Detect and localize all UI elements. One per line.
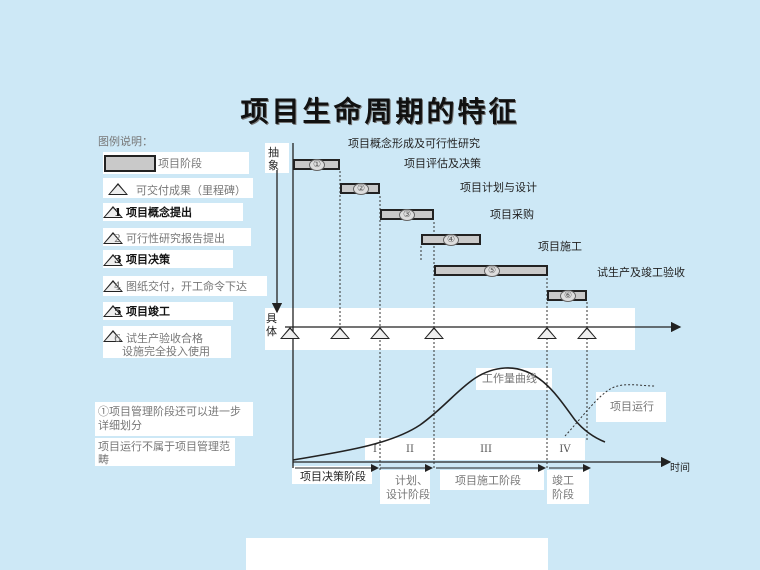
phase-label: 试生产及竣工验收 xyxy=(597,266,685,279)
abstract-label: 抽象 xyxy=(268,146,279,172)
legend-item-number: 1 xyxy=(114,206,122,219)
milestone-triangle-icon xyxy=(103,232,123,244)
legend-item-text: 可行性研究报告提出 xyxy=(126,232,225,245)
milestone-triangle-icon xyxy=(103,280,123,292)
stage-label: 阶段 xyxy=(552,488,574,501)
milestone-triangle-icon xyxy=(280,327,300,339)
stage-label: 设计阶段 xyxy=(386,488,430,501)
stage-roman: III xyxy=(480,444,492,455)
workload-label-box xyxy=(476,368,552,390)
workload-curve-label: 工作量曲线 xyxy=(482,372,537,385)
legend-phase-label: 项目阶段 xyxy=(158,157,202,170)
phase-number: ⑤ xyxy=(484,265,500,277)
milestone-band xyxy=(265,308,635,350)
operation-label: 项目运行 xyxy=(610,400,654,413)
legend-item-text: 项目概念提出 xyxy=(126,206,192,219)
stage-label: 项目决策阶段 xyxy=(300,470,366,483)
milestone-triangle-icon xyxy=(537,327,557,339)
phase-number: ④ xyxy=(443,234,459,246)
milestone-triangle-icon xyxy=(330,327,350,339)
stage-band xyxy=(365,438,585,460)
legend-item-text: 设施完全投入使用 xyxy=(122,345,210,358)
stage-box xyxy=(292,466,372,484)
legend-item-text: 图纸交付，开工命令下达 xyxy=(126,280,247,293)
stage-box xyxy=(547,470,589,504)
milestone-triangle-icon xyxy=(370,327,390,339)
legend-heading: 图例说明： xyxy=(98,135,153,148)
note-text: 项目运行不属于项目管理范 xyxy=(98,440,230,453)
time-label: 时间 xyxy=(670,463,690,474)
phase-number: ⑥ xyxy=(560,290,576,302)
stage-label: 竣工 xyxy=(552,474,574,487)
phase-number: ① xyxy=(309,159,325,171)
legend-item-box xyxy=(103,250,233,268)
stage-roman: I xyxy=(373,444,377,455)
milestone-triangle-icon xyxy=(577,327,597,339)
legend-item-box xyxy=(103,302,233,320)
legend-item-text: 项目竣工 xyxy=(126,305,170,318)
operation-label-box xyxy=(596,392,666,422)
legend-item-box xyxy=(103,326,231,358)
note-box xyxy=(95,438,235,466)
milestone-triangle-icon xyxy=(103,206,123,218)
legend-item-number: 2 xyxy=(114,232,121,245)
axis-label-box xyxy=(265,143,289,173)
note-box xyxy=(95,402,253,436)
legend-deliverable-label: 可交付成果（里程碑） xyxy=(136,184,246,197)
note-text: 畴 xyxy=(98,453,109,466)
phase-label: 项目概念形成及可行性研究 xyxy=(348,137,480,150)
stage-label: 计划、 xyxy=(395,474,428,487)
milestone-triangle-icon xyxy=(108,183,128,195)
legend-item-text: 项目决策 xyxy=(126,253,170,266)
stage-box xyxy=(440,470,544,490)
legend-item-number: 4 xyxy=(114,280,121,293)
phase-number: ③ xyxy=(399,209,415,221)
stage-roman: IV xyxy=(559,444,571,455)
concrete-label: 具体 xyxy=(266,312,277,338)
phase-label: 项目施工 xyxy=(538,240,582,253)
stage-label: 项目施工阶段 xyxy=(455,474,521,487)
phase-label: 项目评估及决策 xyxy=(404,157,481,170)
milestone-triangle-icon xyxy=(103,254,123,266)
footer-blank-box xyxy=(246,538,548,570)
legend-phase-swatch xyxy=(104,155,156,172)
stage-box xyxy=(380,470,430,504)
phase-label: 项目采购 xyxy=(490,208,534,221)
legend-item-number: 6 xyxy=(114,332,121,345)
legend-item-text: 试生产验收合格 xyxy=(126,332,203,345)
milestone-triangle-icon xyxy=(103,330,123,342)
page-title: 项目生命周期的特征 xyxy=(240,95,520,128)
phase-label: 项目计划与设计 xyxy=(460,181,537,194)
note-text: ①项目管理阶段还可以进一步 xyxy=(98,405,241,418)
stage-roman: II xyxy=(406,444,414,455)
note-text: 详细划分 xyxy=(98,419,142,432)
legend-item-number: 3 xyxy=(114,253,122,266)
legend-item-box xyxy=(103,228,251,246)
legend-item-box xyxy=(103,203,243,221)
milestone-triangle-icon xyxy=(424,327,444,339)
legend-item-box xyxy=(103,276,267,296)
milestone-triangle-icon xyxy=(103,305,123,317)
legend-deliverable-box xyxy=(103,178,253,198)
legend-item-number: 5 xyxy=(114,305,122,318)
phase-number: ② xyxy=(353,183,369,195)
